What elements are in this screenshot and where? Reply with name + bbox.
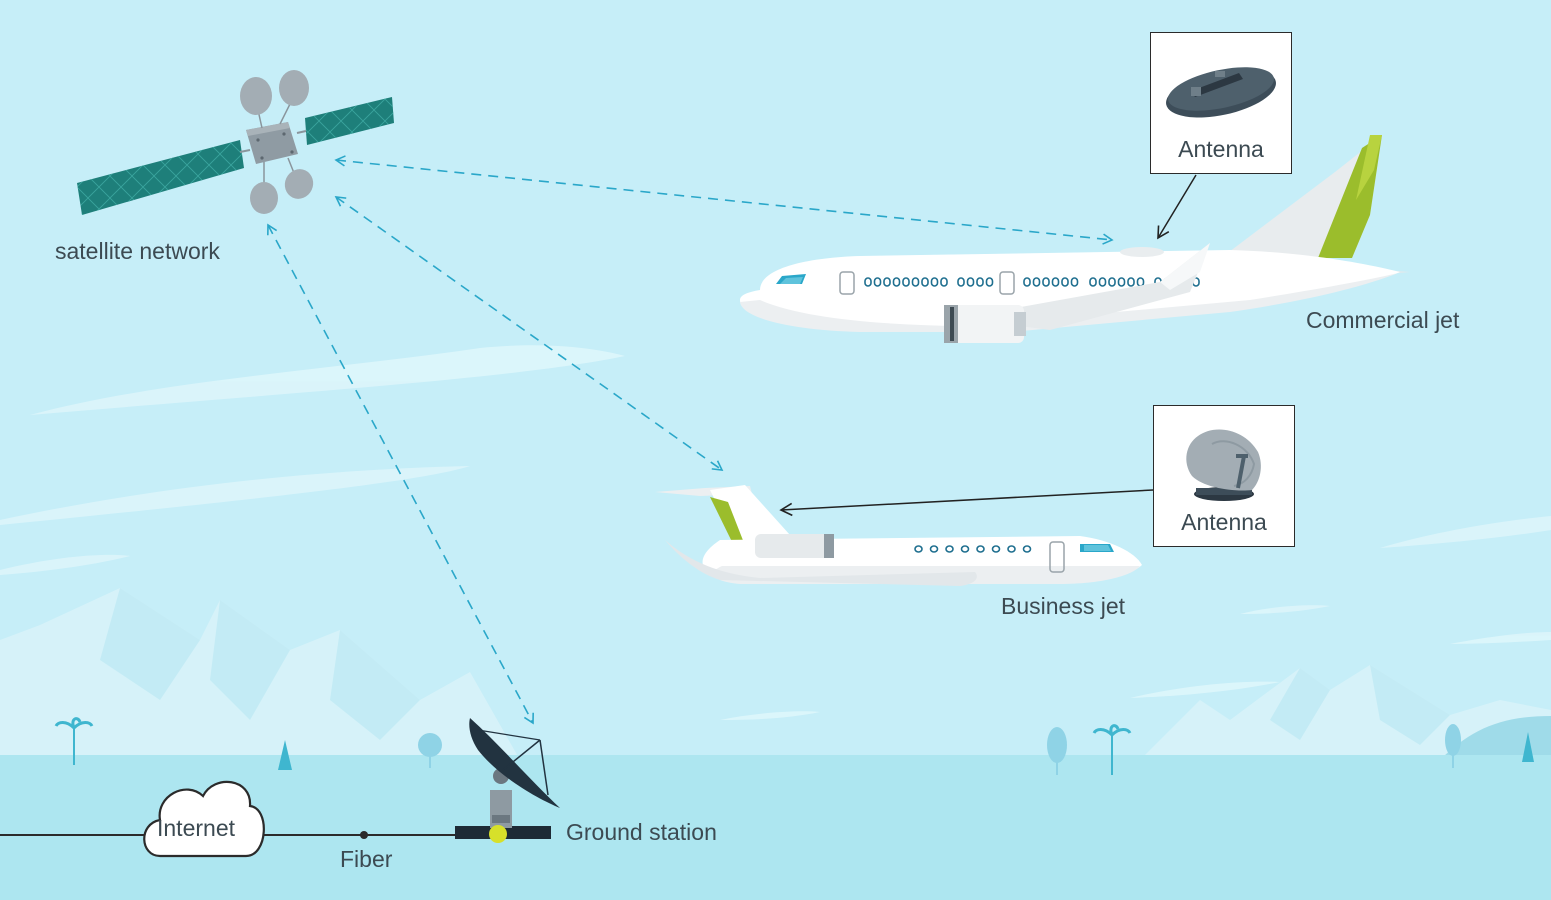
cabin-window xyxy=(976,277,984,287)
cabin-window xyxy=(921,277,929,287)
cabin-window xyxy=(864,277,872,287)
dish-antenna-icon xyxy=(1186,429,1261,501)
cabin-window xyxy=(1089,277,1097,287)
cabin-window xyxy=(976,545,985,553)
cabin-window xyxy=(1022,545,1032,553)
antenna-label-business: Antenna xyxy=(1181,509,1267,535)
fiber-label: Fiber xyxy=(340,846,393,872)
internet-label: Internet xyxy=(157,815,235,841)
cabin-window xyxy=(930,277,939,287)
cabin-window xyxy=(929,545,939,553)
commercial-jet-label: Commercial jet xyxy=(1306,307,1460,333)
antenna-callout-commercial: Antenna xyxy=(1150,32,1292,174)
antenna-callout-business: Antenna xyxy=(1153,405,1295,547)
business-jet-illustration xyxy=(655,485,1142,586)
ground-station xyxy=(455,718,560,843)
cabin-window xyxy=(914,545,923,553)
link-satellite-business xyxy=(334,196,724,471)
cabin-window xyxy=(1117,277,1126,287)
link-satellite-commercial xyxy=(334,155,1114,245)
trees xyxy=(54,717,1534,775)
callout-commercial-antenna xyxy=(1157,174,1197,240)
cabin-window xyxy=(1051,277,1060,287)
cabin-window xyxy=(1098,277,1107,287)
antenna-label-commercial: Antenna xyxy=(1178,136,1264,162)
business-jet-label: Business jet xyxy=(1001,593,1126,619)
cabin-window xyxy=(940,277,948,287)
cabin-window xyxy=(1042,277,1050,287)
signal-links xyxy=(267,155,1114,725)
cabin-window xyxy=(1007,545,1016,553)
cabin-window xyxy=(966,277,975,287)
commercial-jet-illustration xyxy=(740,135,1410,343)
cabin-window xyxy=(1127,277,1135,287)
internet-cloud xyxy=(143,780,265,858)
cabin-window xyxy=(1023,277,1031,287)
satellite-network-label: satellite network xyxy=(55,238,220,264)
cabin-window xyxy=(957,277,965,287)
cabin-window xyxy=(1061,277,1069,287)
flat-antenna-icon xyxy=(1166,67,1276,118)
link-satellite-ground xyxy=(267,223,534,725)
cabin-window xyxy=(991,545,1001,553)
cabin-window xyxy=(892,277,901,287)
cabin-window xyxy=(902,277,910,287)
fiber-node xyxy=(360,831,368,839)
satellite-icon xyxy=(77,70,394,215)
cabin-window xyxy=(883,277,891,287)
cabin-window xyxy=(960,545,970,553)
cabin-window xyxy=(1070,277,1079,287)
ground-station-label: Ground station xyxy=(566,819,717,845)
cabin-window xyxy=(1108,277,1116,287)
cabin-window xyxy=(1032,277,1041,287)
cabin-window xyxy=(873,277,882,287)
cabin-window xyxy=(985,277,994,287)
cabin-window xyxy=(911,277,920,287)
cabin-window xyxy=(945,545,954,553)
callout-business-antenna xyxy=(779,489,1154,517)
